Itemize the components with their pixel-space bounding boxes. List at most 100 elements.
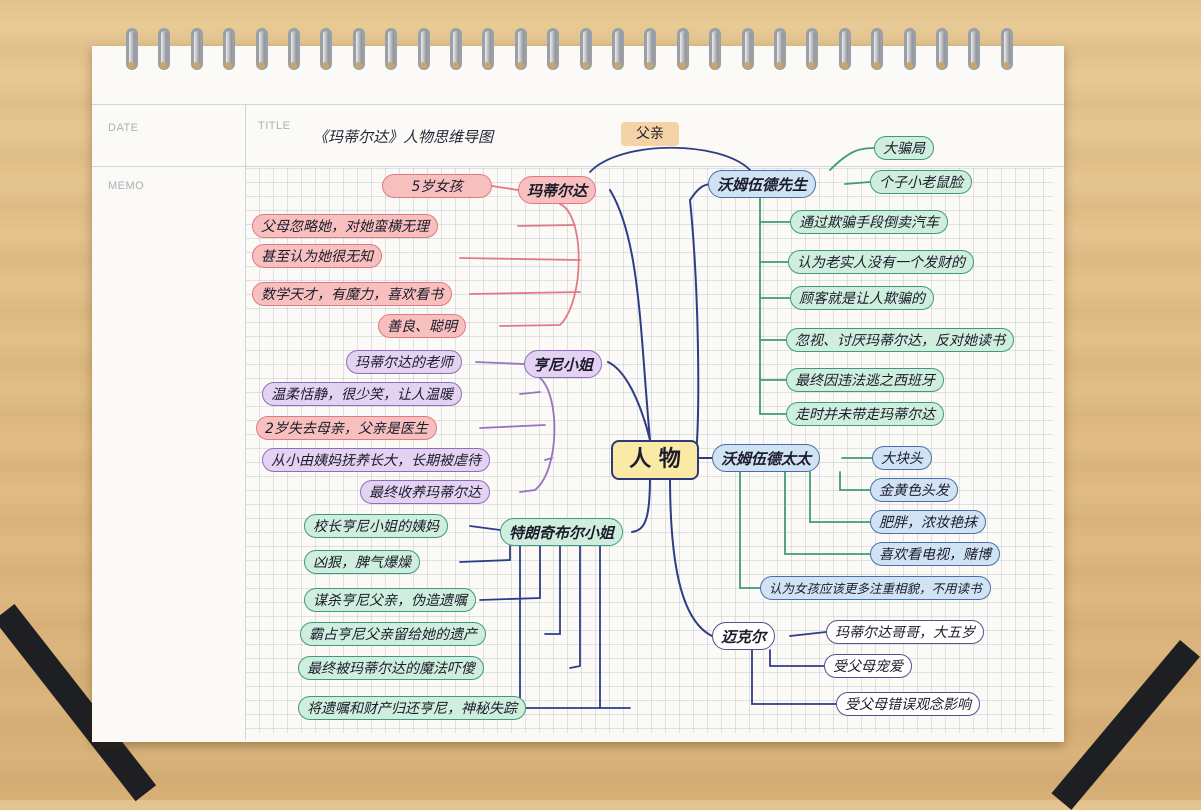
connector-line [829, 147, 875, 171]
connector-line [491, 185, 519, 191]
punch-hole [128, 62, 135, 69]
mrs-wormwood-item: 肥胖，浓妆艳抹 [870, 510, 986, 534]
trunchbull-item: 将遗嘱和财产归还亨尼，神秘失踪 [298, 696, 526, 720]
connector-line [499, 203, 580, 327]
punch-hole [970, 62, 978, 69]
margin-rule [245, 104, 246, 740]
connector-line [469, 291, 581, 295]
connector-line [688, 183, 711, 459]
punch-hole [452, 62, 459, 69]
miss-honey-item: 最终收养玛蒂尔达 [360, 480, 490, 504]
connector-line [459, 257, 581, 261]
branch-matilda: 玛蒂尔达 [518, 176, 597, 204]
connector-line [759, 197, 787, 415]
connector-line [479, 545, 541, 601]
punch-hole [646, 62, 654, 69]
punch-hole [549, 62, 557, 69]
punch-hole [581, 62, 589, 69]
connector-line [569, 545, 581, 669]
connector-line [809, 471, 871, 523]
connector-line [517, 224, 576, 227]
miss-honey-item: 温柔恬静，很少笑，让人温暖 [262, 382, 462, 406]
mr-wormwood-item: 忽视、讨厌玛蒂尔达，反对她读书 [786, 328, 1014, 352]
trunchbull-item: 凶狠，脾气爆燥 [304, 550, 420, 574]
mr-wormwood-item: 通过欺骗手段倒卖汽车 [790, 210, 948, 234]
matilda-item: 5岁女孩 [382, 174, 492, 198]
matilda-item: 善良、聪明 [378, 314, 466, 338]
connector-line [631, 475, 651, 533]
connector-line [519, 391, 541, 395]
trunchbull-item: 霸占亨尼父亲留给她的遗产 [300, 622, 486, 646]
branch-miss-honey: 亨尼小姐 [524, 350, 603, 378]
punch-hole [614, 62, 621, 69]
punch-hole [678, 62, 686, 69]
punch-hole [808, 62, 816, 69]
connector-line [769, 649, 825, 667]
connector-line [669, 475, 713, 637]
punch-hole [743, 62, 751, 69]
punch-hole [322, 62, 330, 69]
memo-label: MEMO [108, 180, 145, 192]
branch-trunchbull: 特朗奇布尔小姐 [500, 518, 624, 546]
michael-item: 受父母宠爱 [824, 654, 912, 678]
connector-line [475, 361, 525, 365]
punch-hole [387, 62, 395, 69]
punch-hole [354, 62, 362, 69]
mr-wormwood-item: 走时并未带走玛蒂尔达 [786, 402, 944, 426]
date-label: DATE [108, 122, 139, 134]
connector-line [739, 471, 761, 589]
father-tag: 父亲 [621, 122, 679, 146]
connector-line [609, 189, 651, 441]
mr-wormwood-item: 个子小老鼠脸 [870, 170, 972, 194]
miss-honey-item: 从小由姨妈抚养长大，长期被虐待 [262, 448, 490, 472]
mr-wormwood-item: 顾客就是让人欺骗的 [790, 286, 934, 310]
mindmap-title: 《玛蒂尔达》人物思维导图 [313, 128, 494, 146]
punch-hole [938, 62, 945, 69]
michael-item: 玛蒂尔达哥哥，大五岁 [826, 620, 984, 644]
punch-hole [711, 62, 719, 69]
connector-line [751, 649, 837, 705]
connector-line [789, 631, 827, 637]
punch-hole [225, 62, 233, 69]
header-rule-bottom [92, 166, 1064, 167]
punch-hole [840, 62, 848, 69]
branch-mr-wormwood: 沃姆伍德先生 [708, 170, 817, 198]
mr-wormwood-item: 认为老实人没有一个发财的 [788, 250, 974, 274]
connector-line [607, 361, 651, 441]
mr-wormwood-item: 最终因违法逃之西班牙 [786, 368, 944, 392]
connector-line [469, 525, 501, 531]
punch-hole [290, 62, 297, 69]
punch-hole [192, 62, 200, 69]
mrs-wormwood-item: 金黄色头发 [870, 478, 958, 502]
punch-hole [1002, 62, 1010, 69]
header-rule-top [92, 104, 1064, 105]
punch-hole [160, 62, 168, 69]
punch-hole [257, 62, 265, 69]
connector-line [459, 545, 511, 563]
trunchbull-item: 校长亨尼小姐的姨妈 [304, 514, 448, 538]
connector-line [544, 545, 561, 635]
mrs-wormwood-item: 喜欢看电视，赌博 [870, 542, 1000, 566]
mr-wormwood-item: 大骗局 [874, 136, 934, 160]
title-label: TITLE [258, 120, 291, 132]
connector-line [844, 181, 871, 185]
punch-hole [419, 62, 427, 69]
branch-mrs-wormwood: 沃姆伍德太太 [712, 444, 821, 472]
branch-michael: 迈克尔 [712, 622, 776, 650]
connector-line [544, 457, 553, 461]
michael-item: 受父母错误观念影响 [836, 692, 980, 716]
connector-line [589, 146, 751, 173]
trunchbull-item: 谋杀亨尼父亲，伪造遗嘱 [304, 588, 476, 612]
center-node: 人 物 [611, 440, 699, 480]
matilda-item: 甚至认为她很无知 [252, 244, 382, 268]
connector-line [479, 424, 546, 429]
punch-hole [905, 62, 913, 69]
miss-honey-item: 2岁失去母亲，父亲是医生 [256, 416, 437, 440]
mrs-wormwood-item: 认为女孩应该更多注重相貌，不用读书 [760, 576, 991, 600]
punch-hole [484, 62, 492, 69]
punch-hole [776, 62, 783, 69]
punch-hole [516, 62, 524, 69]
matilda-item: 父母忽略她，对她蛮横无理 [252, 214, 438, 238]
